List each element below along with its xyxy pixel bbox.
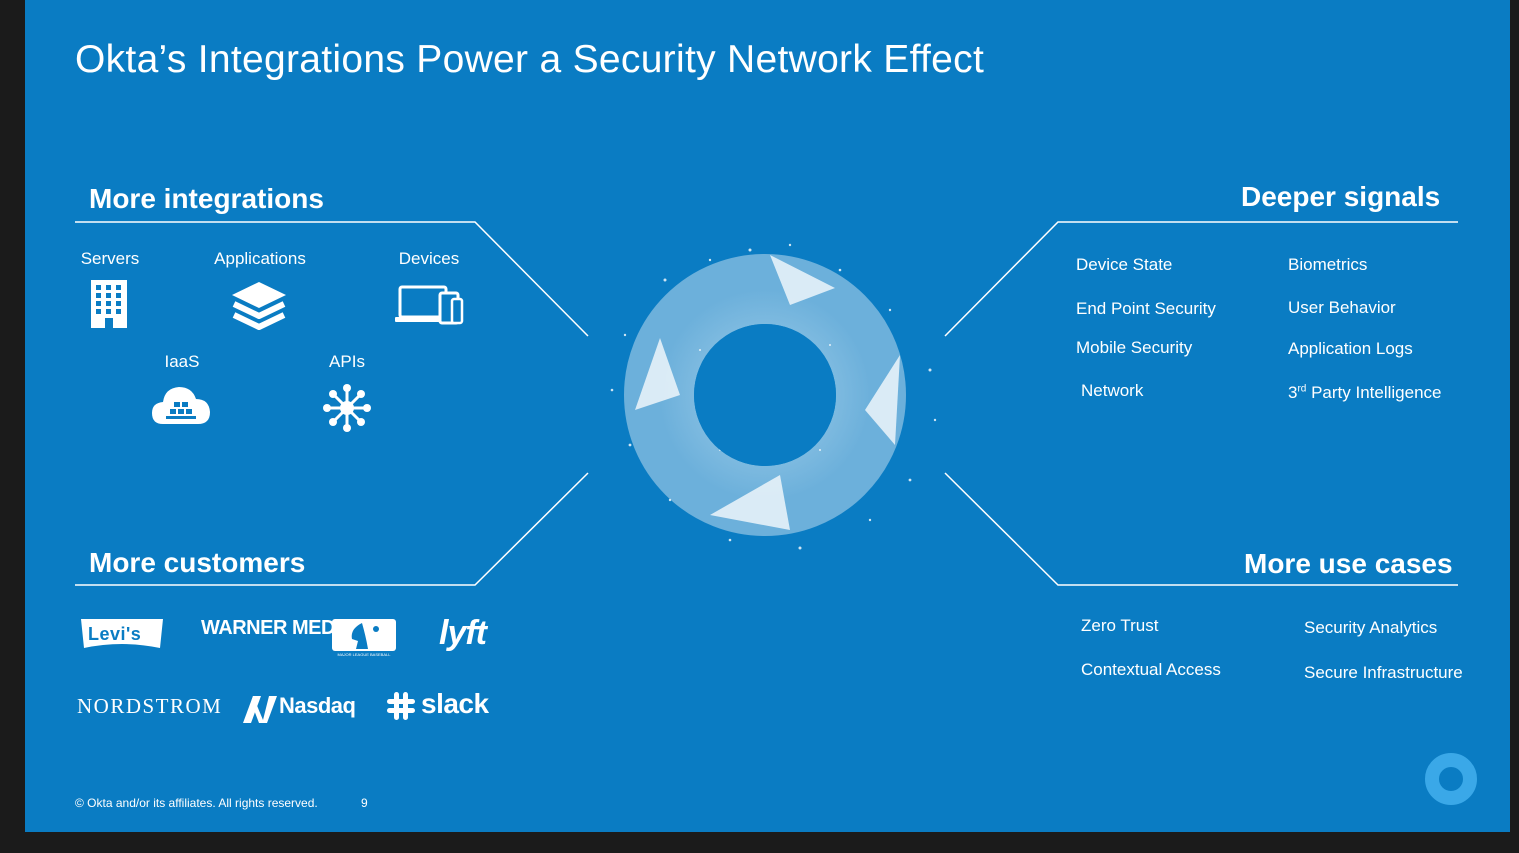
copyright-footer: © Okta and/or its affiliates. All rights… <box>75 796 318 810</box>
use-case-secure-infrastructure: Secure Infrastructure <box>1304 663 1463 682</box>
signal-network: Network <box>1081 381 1144 400</box>
integration-label-applications: Applications <box>214 249 306 268</box>
use-case-contextual-access: Contextual Access <box>1081 660 1221 679</box>
signal-user-behavior: User Behavior <box>1288 298 1396 317</box>
nasdaq-logo: Nasdaq <box>239 688 361 724</box>
building-icon <box>91 280 127 328</box>
okta-logo-icon <box>1425 753 1477 805</box>
network-ring <box>610 243 937 550</box>
warner-media-logo: WARNER MEDIA <box>201 617 354 639</box>
integration-label-servers: Servers <box>80 249 140 268</box>
signal-end-point-security: End Point Security <box>1076 299 1216 318</box>
signal-application-logs: Application Logs <box>1288 339 1413 358</box>
section-heading-customers: More customers <box>89 547 306 578</box>
api-hub-icon <box>323 384 371 432</box>
slide: Okta’s Integrations Power a Security Net… <box>25 0 1510 832</box>
cloud-icon <box>152 387 210 424</box>
integration-label-apis: APIs <box>329 352 365 371</box>
lyft-logo: lyft <box>439 614 487 652</box>
section-heading-use-cases: More use cases <box>1244 548 1453 579</box>
signal-mobile-security: Mobile Security <box>1076 338 1193 357</box>
use-case-zero-trust: Zero Trust <box>1081 616 1159 635</box>
page-number: 9 <box>361 796 368 810</box>
layers-icon <box>232 282 286 330</box>
slack-logo: slack <box>386 688 498 724</box>
section-heading-signals: Deeper signals <box>1241 181 1441 212</box>
levis-logo: Levi's <box>80 618 164 654</box>
connector-lines <box>75 221 1458 586</box>
signal-third-party-intelligence: 3rd Party Intelligence <box>1288 383 1442 402</box>
slack-hash-icon <box>387 692 415 720</box>
signal-device-state: Device State <box>1076 255 1173 274</box>
use-case-security-analytics: Security Analytics <box>1304 618 1438 637</box>
page-title: Okta’s Integrations Power a Security Net… <box>75 38 985 81</box>
section-heading-integrations: More integrations <box>89 183 324 214</box>
integration-label-iaas: IaaS <box>164 352 200 371</box>
devices-icon <box>395 285 464 325</box>
nordstrom-logo: NORDSTROM <box>77 694 223 718</box>
signal-biometrics: Biometrics <box>1288 255 1368 274</box>
integration-label-devices: Devices <box>398 249 460 268</box>
mlb-logo: MAJOR LEAGUE BASEBALL <box>332 619 396 659</box>
